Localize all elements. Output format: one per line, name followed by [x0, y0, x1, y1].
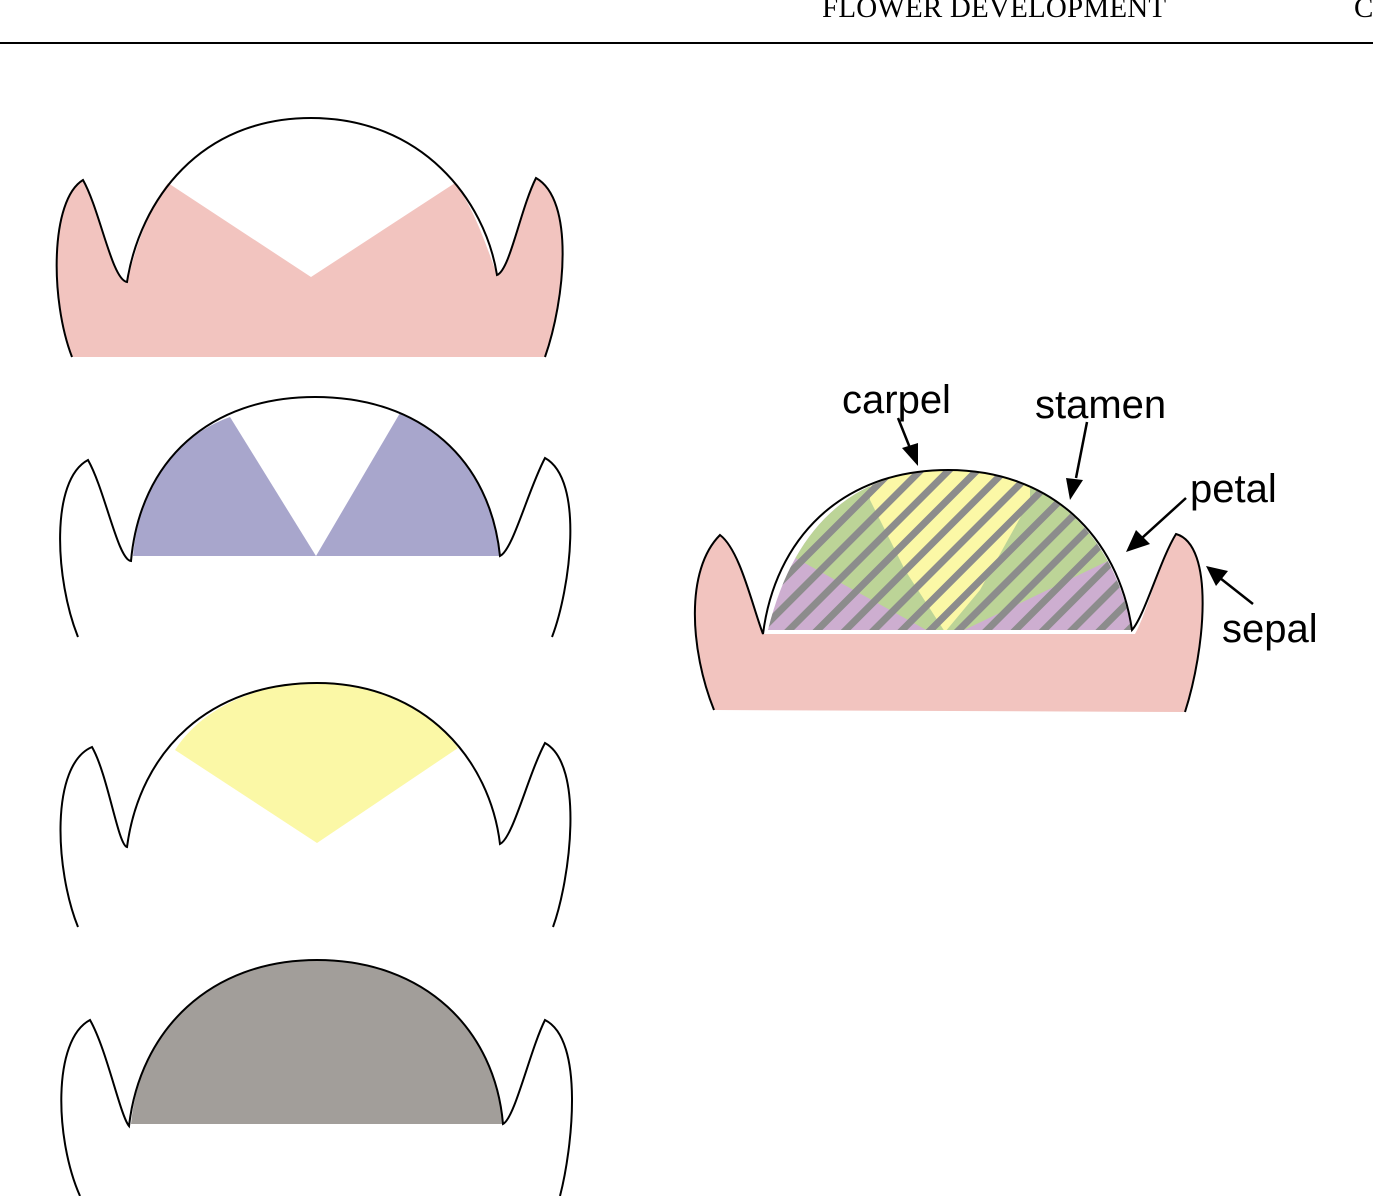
panel-carpel-expression — [60, 958, 573, 1196]
combined-sepal-region — [694, 534, 1203, 712]
panel3-outline — [59, 681, 572, 928]
panel-sepal-expression — [55, 116, 564, 358]
combined-hatching — [768, 470, 1132, 630]
panel3-yellow-region — [175, 683, 458, 843]
combined-flower: carpel stamen petal sepal — [693, 378, 1318, 713]
panel1-outline — [55, 116, 564, 358]
arrow-carpel — [896, 417, 918, 466]
panel-stamen-expression — [59, 681, 572, 928]
label-sepal: sepal — [1222, 607, 1318, 651]
label-petal: petal — [1190, 467, 1277, 511]
panel1-pink-region — [56, 178, 563, 357]
panel4-outline — [60, 958, 573, 1196]
panel-petal-expression — [59, 395, 572, 638]
panel2-outline — [59, 395, 572, 638]
label-stamen: stamen — [1035, 383, 1166, 427]
combined-dome — [768, 470, 1132, 630]
panel2-blue-left — [133, 417, 316, 556]
panel4-gray-region — [131, 960, 503, 1124]
arrow-stamen — [1066, 421, 1089, 500]
running-head-title: FLOWER DEVELOPMENT — [822, 0, 1167, 24]
arrow-petal — [1126, 497, 1187, 552]
label-carpel: carpel — [842, 378, 951, 422]
arrow-sepal — [1206, 566, 1254, 605]
combined-outline — [693, 468, 1204, 713]
panel2-blue-right — [316, 413, 500, 556]
running-head-initial: C — [1354, 0, 1373, 24]
page-header: FLOWER DEVELOPMENT C — [0, 0, 1373, 44]
